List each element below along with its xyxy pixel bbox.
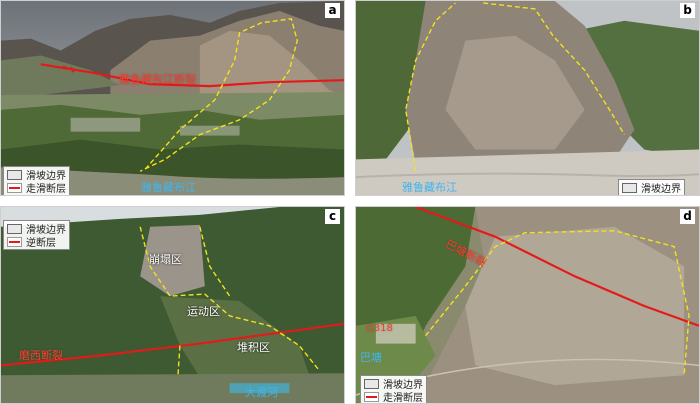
panel-d-legend: 滑坡边界 走滑断层 [360, 375, 427, 403]
strike-slip-fault-icon [364, 391, 379, 402]
strike-slip-fault-icon [7, 182, 22, 193]
boundary-swatch-icon [7, 169, 22, 180]
legend-item-boundary: 滑坡边界 [622, 181, 681, 195]
panel-a: a 雅鲁藏布江断裂 雅鲁藏布江 滑坡边界 走滑断层 [0, 0, 345, 196]
zone-collapse-label: 崩塌区 [149, 253, 182, 266]
panel-c-label: c [325, 209, 340, 224]
zone-accumulation-label: 堆积区 [237, 341, 270, 354]
legend-item-fault: 走滑断层 [7, 181, 66, 195]
panel-a-photo [1, 1, 344, 195]
zone-movement-label: 运动区 [187, 305, 220, 318]
legend-label: 滑坡边界 [641, 184, 681, 195]
panel-c-river-label: 大渡河 [245, 386, 278, 399]
boundary-swatch-icon [622, 182, 637, 193]
panel-c-fault-label: 磨西断裂 [19, 349, 63, 362]
panel-b-photo [356, 1, 699, 195]
panel-a-river-label: 雅鲁藏布江 [141, 181, 196, 194]
panel-a-label: a [325, 3, 340, 18]
legend-label: 滑坡边界 [26, 225, 66, 236]
panel-b-legend: 滑坡边界 [618, 179, 685, 195]
panel-b-river-label: 雅鲁藏布江 [402, 181, 457, 194]
legend-label: 走滑断层 [383, 393, 423, 404]
town-label: 巴塘 [360, 351, 382, 364]
panel-c-photo [1, 207, 344, 403]
legend-item-fault: 走滑断层 [364, 390, 423, 403]
legend-item-boundary: 滑坡边界 [364, 377, 423, 391]
legend-item-boundary: 滑坡边界 [7, 222, 66, 236]
road-label: G318 [366, 323, 393, 334]
legend-label: 逆断层 [26, 238, 56, 249]
panel-b-label: b [680, 3, 695, 18]
panel-a-legend: 滑坡边界 走滑断层 [3, 166, 70, 195]
boundary-swatch-icon [7, 223, 22, 234]
boundary-swatch-icon [364, 378, 379, 389]
thrust-fault-icon [7, 236, 22, 247]
panel-d: d 巴塘断裂 G318 巴塘 滑坡边界 走滑断层 [355, 206, 700, 404]
legend-item-boundary: 滑坡边界 [7, 168, 66, 182]
panel-c-legend: 滑坡边界 逆断层 [3, 220, 70, 250]
legend-label: 滑坡边界 [26, 171, 66, 182]
legend-item-fault: 逆断层 [7, 235, 66, 249]
legend-label: 走滑断层 [26, 184, 66, 195]
panel-c: c 滑坡边界 逆断层 崩塌区 运动区 堆积区 磨西断裂 大渡河 [0, 206, 345, 404]
panel-b: b 雅鲁藏布江 滑坡边界 [355, 0, 700, 196]
legend-label: 滑坡边界 [383, 380, 423, 391]
panel-d-photo [356, 207, 699, 403]
panel-a-fault-label: 雅鲁藏布江断裂 [119, 73, 196, 86]
panel-d-label: d [680, 209, 695, 224]
